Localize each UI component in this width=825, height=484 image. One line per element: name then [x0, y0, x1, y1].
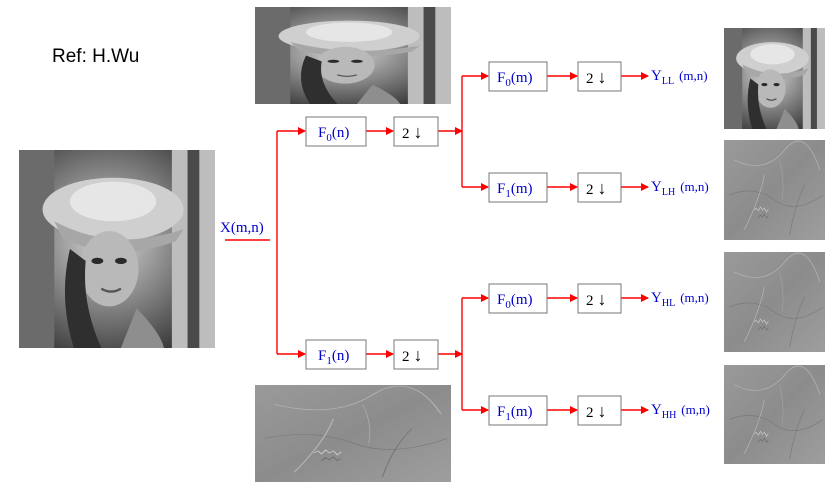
- ll-subband-image: [724, 28, 825, 129]
- downsample-box-bottom: 2↓: [393, 339, 439, 370]
- downsample-box-lh: 2↓: [577, 172, 622, 203]
- downsample-box-top: 2↓: [393, 116, 439, 147]
- output-label-hh: YHH(m,n): [651, 402, 710, 421]
- svg-text:2↓: 2↓: [586, 401, 607, 421]
- downsample-box-hh: 2↓: [577, 395, 622, 426]
- filter-f0-m-top: F0(m): [488, 61, 548, 92]
- lowpass-rows-image: [255, 7, 451, 104]
- filter-f1-n: F1(n): [305, 339, 367, 370]
- highpass-rows-image: [255, 385, 451, 482]
- hh-subband-image: [724, 365, 825, 464]
- lh-subband-image: [724, 140, 825, 240]
- signal-flow-arrows: [225, 72, 649, 414]
- reference-label: Ref: H.Wu: [52, 46, 140, 67]
- svg-text:F1(m): F1(m): [497, 181, 533, 200]
- output-label-lh: YLH(m,n): [651, 179, 709, 198]
- svg-text:F1(m): F1(m): [497, 404, 533, 423]
- filter-f0-n: F0(n): [305, 116, 367, 147]
- downsample-box-hl: 2↓: [577, 283, 622, 314]
- filter-f1-m-bottom: F1(m): [488, 395, 548, 426]
- filter-f0-m-bottom: F0(m): [488, 283, 548, 314]
- hl-subband-image: [724, 252, 825, 352]
- output-label-hl: YHL(m,n): [651, 290, 709, 309]
- svg-text:F1(n): F1(n): [318, 348, 349, 367]
- downsample-box-ll: 2↓: [577, 61, 622, 92]
- input-label: X(m,n): [220, 220, 264, 236]
- svg-text:2↓: 2↓: [586, 178, 607, 198]
- svg-text:2↓: 2↓: [586, 67, 607, 87]
- svg-text:F0(n): F0(n): [318, 125, 349, 144]
- filter-f1-m-top: F1(m): [488, 172, 548, 203]
- output-label-ll: YLL(m,n): [651, 68, 708, 87]
- svg-text:2↓: 2↓: [586, 289, 607, 309]
- svg-text:F0(m): F0(m): [497, 292, 533, 311]
- svg-text:2↓: 2↓: [402, 345, 423, 365]
- svg-text:F0(m): F0(m): [497, 70, 533, 89]
- original-photo: [19, 150, 215, 348]
- svg-text:2↓: 2↓: [402, 122, 423, 142]
